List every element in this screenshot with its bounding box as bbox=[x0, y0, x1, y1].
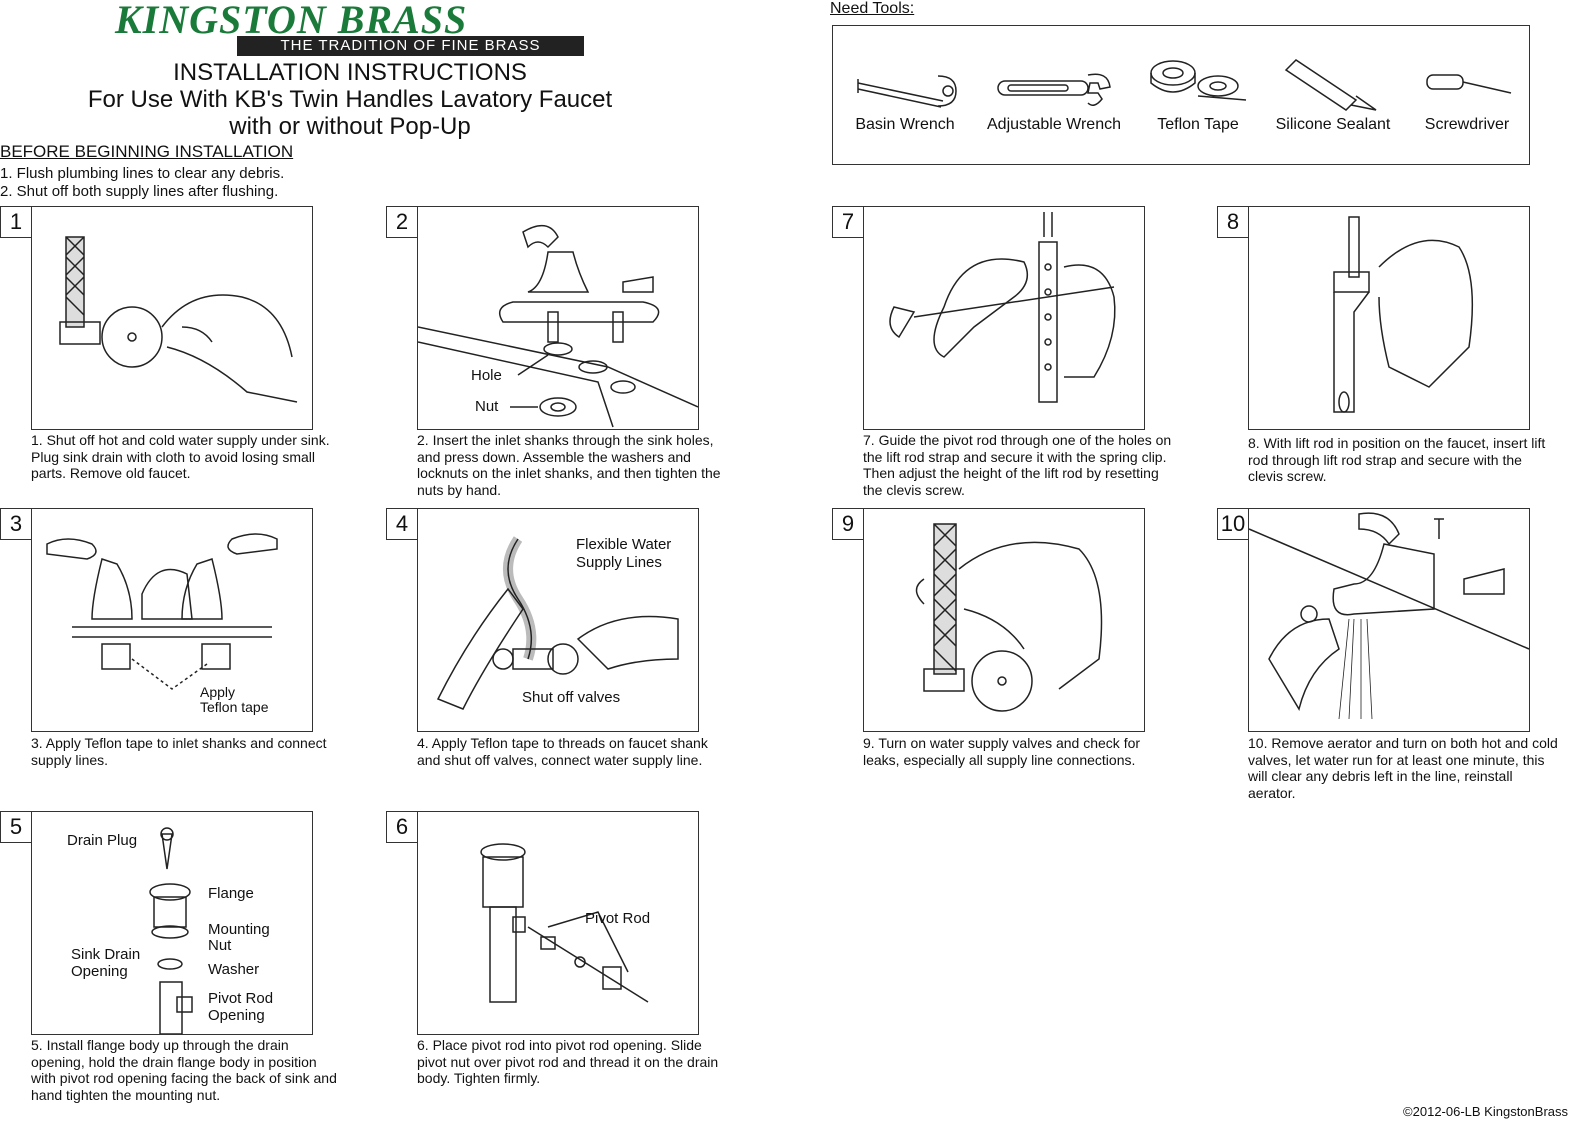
label-washer: Washer bbox=[208, 961, 260, 978]
step-number: 3 bbox=[0, 508, 32, 540]
tool-label: Teflon Tape bbox=[1157, 116, 1239, 133]
step-4-illustration: Flexible Water Supply Lines Shut off val… bbox=[417, 508, 699, 732]
tool-label: Adjustable Wrench bbox=[987, 116, 1121, 133]
label-nut: Nut bbox=[208, 937, 232, 954]
step-number: 1 bbox=[0, 206, 32, 238]
step-10-caption: 10. Remove aerator and turn on both hot … bbox=[1248, 735, 1558, 801]
step-number: 10 bbox=[1217, 508, 1249, 540]
step-9-caption: 9. Turn on water supply valves and check… bbox=[863, 735, 1141, 768]
tools-panel: Basin Wrench Adjustable Wrench Teflon Ta… bbox=[832, 25, 1530, 165]
tool-label: Screwdriver bbox=[1424, 116, 1510, 133]
prep-item: 1. Flush plumbing lines to clear any deb… bbox=[0, 165, 285, 182]
step-number: 2 bbox=[386, 206, 418, 238]
copyright-footer: ©2012-06-LB KingstonBrass bbox=[1403, 1104, 1568, 1119]
step-number: 4 bbox=[386, 508, 418, 540]
step-3-caption: 3. Apply Teflon tape to inlet shanks and… bbox=[31, 735, 327, 768]
label-pivot-rod: Pivot Rod bbox=[585, 910, 651, 927]
screwdriver-icon bbox=[1426, 74, 1512, 94]
label-apply: Apply bbox=[200, 684, 236, 700]
label-drain-plug: Drain Plug bbox=[67, 832, 138, 849]
label-teflon-tape: Teflon tape bbox=[200, 699, 269, 715]
label-pivot-rod-opening: Opening bbox=[208, 1007, 265, 1024]
step-6-illustration: Pivot Rod bbox=[417, 811, 699, 1035]
step-1-illustration bbox=[31, 206, 313, 430]
step-5-caption: 5. Install flange body up through the dr… bbox=[31, 1037, 337, 1103]
label-mounting: Mounting bbox=[208, 921, 270, 938]
tool-label: Basin Wrench bbox=[855, 116, 955, 133]
step-2-caption: 2. Insert the inlet shanks through the s… bbox=[417, 432, 721, 498]
step-number: 5 bbox=[0, 811, 32, 843]
label-opening: Opening bbox=[71, 963, 128, 980]
brand-logo: KINGSTON BRASS bbox=[115, 0, 468, 42]
tool-label: Silicone Sealant bbox=[1275, 116, 1391, 133]
document-title: INSTALLATION INSTRUCTIONS bbox=[173, 59, 527, 86]
document-subtitle-2: with or without Pop-Up bbox=[229, 113, 471, 140]
adjustable-wrench-icon bbox=[997, 73, 1111, 106]
step-7-caption: 7. Guide the pivot rod through one of th… bbox=[863, 432, 1172, 498]
step-8-caption: 8. With lift rod in position on the fauc… bbox=[1248, 435, 1546, 484]
label-flange: Flange bbox=[208, 885, 254, 902]
step-3-illustration: Apply Teflon tape bbox=[31, 508, 313, 732]
tools-heading: Need Tools: bbox=[830, 0, 915, 17]
step-7-illustration bbox=[863, 206, 1145, 430]
step-8-illustration bbox=[1248, 206, 1530, 430]
label-supply-lines: Supply Lines bbox=[576, 554, 662, 571]
step-10-illustration bbox=[1248, 508, 1530, 732]
step-2-illustration: Hole Nut bbox=[417, 206, 699, 430]
silicone-sealant-icon bbox=[1284, 59, 1377, 111]
label-shut-off-valves: Shut off valves bbox=[522, 689, 621, 706]
label-flexible-water: Flexible Water bbox=[576, 536, 672, 553]
label-nut: Nut bbox=[475, 398, 499, 415]
prep-item: 2. Shut off both supply lines after flus… bbox=[0, 183, 279, 200]
brand-tagline: THE TRADITION OF FINE BRASS bbox=[237, 36, 584, 56]
step-number: 7 bbox=[832, 206, 864, 238]
step-number: 6 bbox=[386, 811, 418, 843]
step-number: 8 bbox=[1217, 206, 1249, 238]
step-5-illustration: Drain Plug Flange Mounting Nut Sink Drai… bbox=[31, 811, 313, 1035]
step-9-illustration bbox=[863, 508, 1145, 732]
label-hole: Hole bbox=[471, 367, 502, 384]
teflon-tape-icon bbox=[1150, 60, 1247, 101]
label-pivot-rod: Pivot Rod bbox=[208, 990, 274, 1007]
step-6-caption: 6. Place pivot rod into pivot rod openin… bbox=[417, 1037, 719, 1086]
step-number: 9 bbox=[832, 508, 864, 540]
document-subtitle: For Use With KB's Twin Handles Lavatory … bbox=[87, 86, 613, 113]
step-1-caption: 1. Shut off hot and cold water supply un… bbox=[31, 432, 330, 481]
before-heading: BEFORE BEGINNING INSTALLATION bbox=[0, 142, 294, 161]
label-sink-drain: Sink Drain bbox=[71, 946, 141, 963]
basin-wrench-icon bbox=[857, 75, 957, 108]
step-4-caption: 4. Apply Teflon tape to threads on fauce… bbox=[417, 735, 708, 768]
